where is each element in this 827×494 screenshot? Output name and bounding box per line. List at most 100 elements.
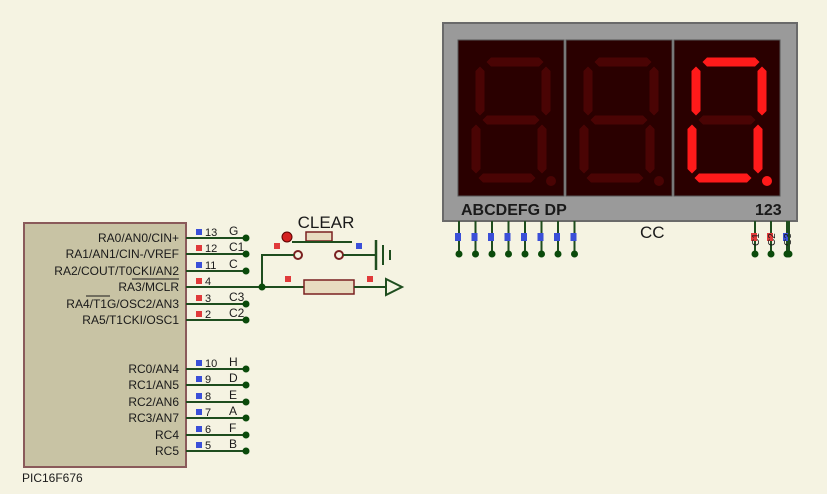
resistor-pin-marker — [367, 276, 373, 282]
mcu-part-label: PIC16F676 — [22, 471, 83, 485]
segment-f — [691, 66, 701, 116]
segment-d — [694, 173, 752, 183]
button-terminal-left — [293, 250, 303, 260]
segment-c — [537, 124, 547, 174]
mclr-to-button-wire — [261, 254, 294, 287]
digit-pin-label: 123 — [755, 202, 782, 219]
mcu-pin-marker — [196, 311, 202, 317]
wire-end-node[interactable] — [242, 447, 250, 455]
net-label: C2 — [229, 306, 245, 320]
net-label: C3 — [229, 290, 245, 304]
segment-dp — [546, 176, 556, 186]
wire-end-node[interactable] — [538, 250, 545, 258]
net-label: F — [229, 421, 236, 435]
segment-g — [590, 115, 648, 125]
display-digits — [457, 39, 781, 197]
mcu-pin-number: 5 — [205, 440, 211, 452]
display-pins: C1C2C3 — [455, 221, 794, 258]
mcu-pin-marker — [196, 442, 202, 448]
wire-end-node[interactable] — [242, 250, 250, 258]
wire-end-node[interactable] — [242, 414, 250, 422]
mcu-pin-function-label: RC1/AN5 — [128, 378, 179, 392]
segment-d — [586, 173, 644, 183]
mcu-pin-function-label: RC3/AN7 — [128, 411, 179, 425]
mcu-pin-marker — [196, 360, 202, 366]
wire-end-node[interactable] — [472, 250, 479, 258]
segment-b — [757, 66, 767, 116]
mcu-pin-number: 7 — [205, 407, 211, 419]
button-pin-marker — [356, 243, 362, 249]
net-label: C — [229, 257, 238, 271]
mcu-pin-number: 12 — [205, 243, 217, 255]
common-pin-label: C2 — [767, 233, 778, 246]
mcu-pin-function-label: RA2/COUT/T0CKI/AN2 — [54, 264, 179, 278]
mcu-pin-number: 9 — [205, 374, 211, 386]
segment-dp — [762, 176, 772, 186]
mcu-body[interactable] — [23, 222, 187, 468]
display-pin-marker — [554, 233, 560, 241]
wire-end-node[interactable] — [242, 267, 250, 275]
mcu-pin-marker — [196, 409, 202, 415]
mcu-pin-marker — [196, 278, 202, 284]
display-pin-marker — [455, 233, 461, 241]
mcu-pin-function-label: RC4 — [155, 428, 179, 442]
wire-end-node[interactable] — [242, 398, 250, 406]
power-terminal-icon[interactable] — [385, 277, 405, 297]
display-pin-marker — [504, 233, 511, 241]
segment-g — [482, 115, 540, 125]
mcu-pin-function-label: RC5 — [155, 444, 179, 458]
display-pin-marker — [537, 233, 544, 241]
segment-c — [645, 124, 655, 174]
mcu-pin-function-label: RC2/AN6 — [128, 395, 179, 409]
mcu-pin-marker — [196, 245, 202, 251]
segment-f — [475, 66, 485, 116]
mcu-pin-function-label: RA4/T1G/OSC2/AN3 — [66, 297, 179, 311]
mcu-pin-number: 4 — [205, 276, 211, 288]
wire-end-node[interactable] — [767, 250, 775, 258]
segment-a — [486, 57, 544, 67]
wire-end-node[interactable] — [751, 250, 759, 258]
segment-b — [649, 66, 659, 116]
mcu-pin-function-label: RA1/AN1/CIN-/VREF — [66, 247, 179, 261]
wire-end-node[interactable] — [521, 250, 529, 258]
net-label: E — [229, 388, 237, 402]
net-label: C1 — [229, 240, 245, 254]
clear-button-component[interactable]: CLEAR — [274, 213, 391, 270]
button-pin-marker — [274, 243, 280, 249]
button-plunger[interactable] — [305, 231, 333, 242]
common-cathode-label: CC — [640, 223, 665, 242]
wire-end-node[interactable] — [242, 234, 250, 242]
segment-e — [471, 124, 481, 174]
pullup-resistor[interactable] — [303, 279, 355, 295]
display-pin-marker — [471, 233, 478, 241]
segment-a — [702, 57, 760, 67]
segment-e — [579, 124, 589, 174]
wire-end-node[interactable] — [505, 250, 512, 258]
seven-segment-display[interactable]: ABCDEFG DP 123 CC C1C2C3 — [442, 22, 798, 258]
segment-dp — [654, 176, 664, 186]
wire-end-node[interactable] — [242, 381, 250, 389]
display-pin-marker — [570, 233, 577, 241]
segment-c — [753, 124, 763, 174]
mcu-pin-function-label: RA0/AN0/CIN+ — [98, 231, 179, 245]
net-label: B — [229, 437, 237, 451]
segment-b — [541, 66, 551, 116]
wire-end-node[interactable] — [242, 365, 250, 373]
wire-end-node[interactable] — [242, 300, 250, 308]
wire-end-node[interactable] — [571, 250, 578, 258]
wire-end-node[interactable] — [242, 316, 250, 324]
mcu-pin-marker — [196, 376, 202, 382]
mcu-pin-number: 13 — [205, 227, 217, 239]
resistor-pin-marker — [285, 276, 291, 282]
wire-end-node[interactable] — [554, 250, 562, 258]
wire-end-node[interactable] — [242, 431, 250, 439]
wire-end-node[interactable] — [488, 250, 496, 258]
wire-end-node[interactable] — [455, 250, 463, 258]
mcu-pin-function-label: RA5/T1CKI/OSC1 — [82, 313, 179, 327]
wire-end-node[interactable] — [785, 250, 793, 258]
button-state-indicator-icon[interactable] — [281, 231, 293, 243]
